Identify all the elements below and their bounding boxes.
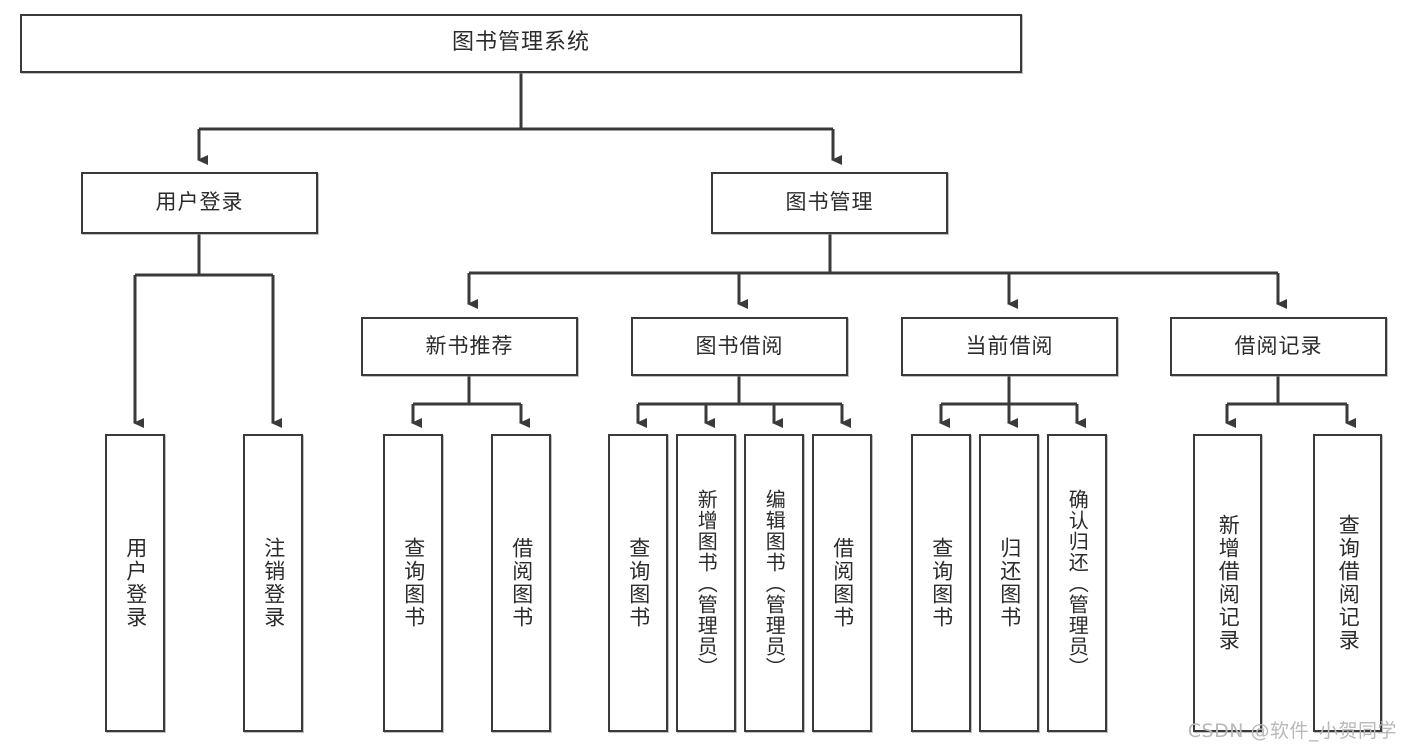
leaf-recommend-query-book[interactable]: 查询图书 — [383, 434, 443, 732]
leaf-user-login-signin[interactable]: 用户登录 — [105, 434, 165, 732]
leaf-record-add-record[interactable]: 新增借阅记录 — [1193, 434, 1262, 732]
node-label: 借阅图书 — [509, 537, 534, 629]
leaf-borrow-edit-book-admin[interactable]: 编辑图书（管理员） — [744, 434, 804, 732]
node-label: 确认归还（管理员） — [1065, 488, 1090, 678]
node-label: 图书管理系统 — [451, 30, 590, 56]
node-user-login[interactable]: 用户登录 — [81, 172, 318, 234]
node-borrow-record[interactable]: 借阅记录 — [1170, 317, 1387, 376]
leaf-borrow-query-book[interactable]: 查询图书 — [608, 434, 668, 732]
node-label: 查询图书 — [401, 537, 426, 629]
node-label: 图书管理 — [785, 190, 874, 215]
node-label: 当前借阅 — [965, 333, 1054, 358]
node-label: 新增借阅记录 — [1216, 514, 1241, 652]
leaf-recommend-borrow-book[interactable]: 借阅图书 — [491, 434, 551, 732]
node-label: 用户登录 — [123, 537, 148, 629]
node-new-book-recommend[interactable]: 新书推荐 — [361, 317, 578, 376]
node-book-management[interactable]: 图书管理 — [711, 172, 948, 234]
node-label: 编辑图书（管理员） — [762, 488, 787, 678]
node-label: 归还图书 — [997, 537, 1022, 629]
leaf-user-login-signout[interactable]: 注销登录 — [243, 434, 303, 732]
node-label: 注销登录 — [261, 537, 286, 629]
node-label: 查询借阅记录 — [1336, 514, 1361, 652]
node-label: 用户登录 — [155, 190, 244, 215]
node-label: 查询图书 — [626, 537, 651, 629]
node-book-borrow[interactable]: 图书借阅 — [631, 317, 848, 376]
leaf-current-confirm-return-admin[interactable]: 确认归还（管理员） — [1047, 434, 1107, 732]
leaf-current-return-book[interactable]: 归还图书 — [979, 434, 1039, 732]
node-label: 新书推荐 — [425, 333, 514, 358]
node-root-system[interactable]: 图书管理系统 — [20, 14, 1022, 73]
watermark-text: CSDN @软件_小贺同学 — [1187, 720, 1397, 742]
node-label: 查询图书 — [929, 537, 954, 629]
node-label: 借阅记录 — [1234, 333, 1323, 358]
leaf-current-query-book[interactable]: 查询图书 — [911, 434, 971, 732]
leaf-record-query-record[interactable]: 查询借阅记录 — [1313, 434, 1382, 732]
leaf-borrow-add-book-admin[interactable]: 新增图书（管理员） — [676, 434, 736, 732]
node-label: 图书借阅 — [695, 333, 784, 358]
node-current-borrow[interactable]: 当前借阅 — [901, 317, 1118, 376]
leaf-borrow-borrow-book[interactable]: 借阅图书 — [812, 434, 872, 732]
node-label: 新增图书（管理员） — [694, 488, 719, 678]
node-label: 借阅图书 — [830, 537, 855, 629]
